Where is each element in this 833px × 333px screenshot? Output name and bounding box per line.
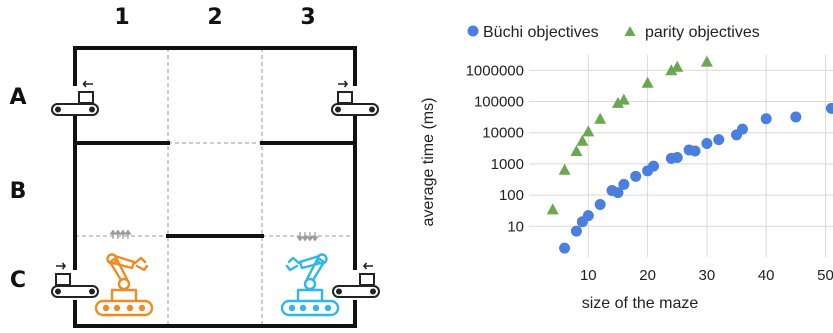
- down-arrows-icon: [296, 232, 319, 242]
- buchi-point: [713, 134, 725, 146]
- robot-arm-icon: [280, 253, 340, 317]
- y-tick-label: 100000: [474, 94, 524, 111]
- parity-point: [700, 55, 713, 67]
- parity-point: [570, 144, 583, 156]
- parity-point: [611, 96, 624, 108]
- buchi-point: [671, 152, 683, 164]
- y-axis-label: average time (ms): [420, 98, 437, 227]
- buchi-point: [630, 170, 642, 182]
- buchi-point: [618, 178, 630, 190]
- conveyor-icon: [331, 80, 379, 116]
- conveyor-icon: [51, 262, 99, 298]
- x-tick-label: 50: [817, 267, 833, 284]
- y-tick-label: 10: [507, 218, 524, 235]
- chart-legend: Büchi objectives parity objectives: [467, 24, 760, 41]
- buchi-point: [689, 145, 701, 157]
- parity-point: [617, 93, 630, 105]
- y-tick-label: 100: [499, 187, 524, 204]
- y-tick-label: 10000: [482, 125, 524, 142]
- parity-point: [546, 203, 559, 215]
- buchi-point: [582, 210, 594, 222]
- up-arrows-icon: [109, 229, 132, 239]
- buchi-point: [570, 225, 582, 237]
- parity-point: [665, 64, 678, 76]
- buchi-point: [760, 113, 772, 125]
- buchi-point: [559, 242, 571, 254]
- parity-point: [641, 76, 654, 88]
- conveyor-icon: [51, 80, 99, 116]
- parity-point: [594, 112, 607, 124]
- row-label-c: C: [10, 268, 26, 293]
- parity-point: [671, 60, 684, 72]
- x-tick-label: 40: [758, 267, 775, 284]
- scatter-chart: 10 100 1000 10000 100000 1000000 10 20 30 40 50 s…: [420, 24, 833, 312]
- buchi-point: [736, 123, 748, 135]
- y-tick-labels: 10 100 1000 10000 100000 1000000: [466, 62, 524, 235]
- legend-label-parity: parity objectives: [645, 24, 760, 41]
- maze-diagram: 1 2 3 A B C: [9, 5, 380, 328]
- legend-marker-parity: [624, 26, 636, 36]
- row-label-a: A: [9, 85, 26, 110]
- buchi-point: [612, 187, 624, 199]
- x-tick-label: 20: [639, 267, 656, 284]
- x-tick-labels: 10 20 30 40 50: [580, 267, 833, 284]
- x-axis-label: size of the maze: [582, 295, 699, 312]
- legend-marker-buchi: [467, 25, 479, 37]
- x-tick-label: 30: [699, 267, 716, 284]
- buchi-point: [594, 198, 606, 210]
- maze-grid-lines: [75, 48, 355, 326]
- buchi-point: [701, 138, 713, 150]
- robot-arm-icon: [94, 253, 154, 317]
- data-points: [546, 55, 833, 254]
- maze-walls: [73, 46, 357, 328]
- y-tick-label: 1000: [491, 156, 524, 173]
- buchi-point: [648, 160, 660, 172]
- x-tick-label: 10: [580, 267, 597, 284]
- parity-point: [582, 125, 595, 137]
- column-label-2: 2: [207, 5, 222, 30]
- buchi-point: [790, 111, 802, 123]
- column-label-3: 3: [300, 5, 315, 30]
- parity-point: [558, 163, 571, 175]
- conveyor-icon: [332, 262, 380, 298]
- y-tick-label: 1000000: [466, 62, 524, 79]
- parity-point: [576, 134, 589, 146]
- legend-label-buchi: Büchi objectives: [483, 24, 599, 41]
- row-label-b: B: [10, 179, 27, 204]
- buchi-point: [825, 102, 833, 114]
- column-label-1: 1: [114, 5, 129, 30]
